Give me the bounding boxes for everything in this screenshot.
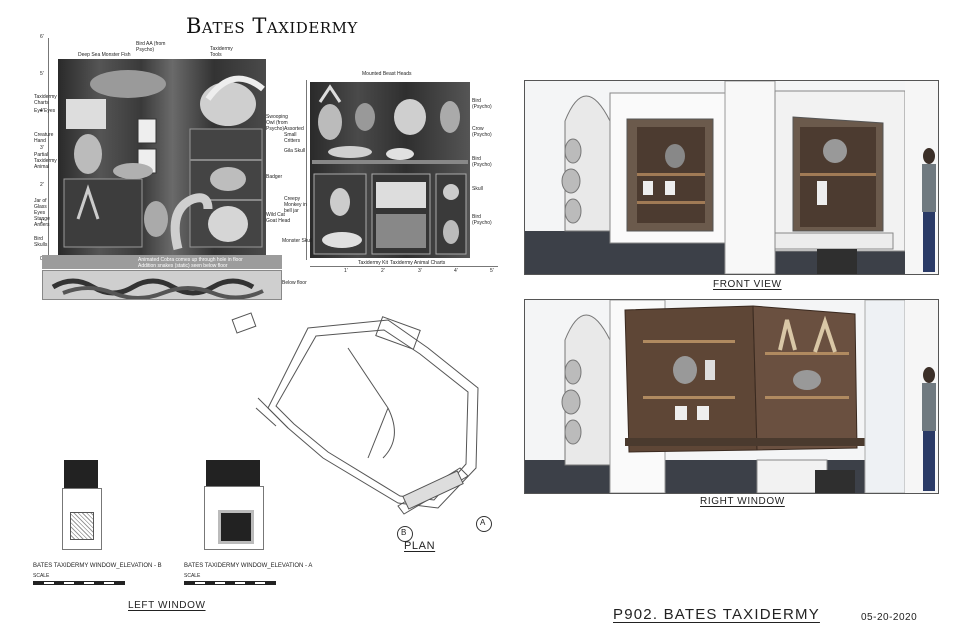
callout-label: Partial Taxidermy Animal bbox=[34, 152, 57, 170]
scale-tick: 0' bbox=[40, 256, 44, 262]
elevation-b-drawing bbox=[60, 460, 102, 550]
elevation-a-window bbox=[218, 510, 254, 544]
plan-drawing bbox=[231, 312, 479, 515]
callout-label: Bird Skulls bbox=[34, 236, 48, 248]
right-window-label: RIGHT WINDOW bbox=[700, 496, 785, 507]
right-elevation-drawing: Mounted Beast Heads Assorted Small Critt… bbox=[282, 68, 504, 278]
callout-label: Creature Hand bbox=[34, 132, 54, 144]
left-elevation-drawing: 6' 5' 4' 3' 2' 1' 0' Animated Cobra come… bbox=[30, 28, 307, 300]
display-illustration bbox=[312, 84, 468, 255]
scale-tick: 2' bbox=[40, 182, 44, 188]
callout-label: Bird AA (from Psycho) bbox=[136, 41, 166, 53]
callout-label: Bird (Psycho) bbox=[472, 214, 492, 226]
elevation-a-drawing bbox=[202, 460, 264, 550]
elevation-b-caption: BATES TAXIDERMY WINDOW_ELEVATION - B bbox=[33, 563, 162, 569]
x-tick: 1' bbox=[344, 268, 348, 274]
x-tick: 2' bbox=[381, 268, 385, 274]
callout-label: Wild Cat Goat Head bbox=[266, 212, 291, 224]
callout-label: Deep Sea Monster Fish bbox=[78, 52, 131, 58]
bottom-note: Addition snakes (static) seen below floo… bbox=[138, 263, 228, 269]
scale-tick: 3' bbox=[40, 145, 44, 151]
callout-label: Swooping Owl (from Psycho) bbox=[266, 114, 288, 132]
callout-label: Jar of Glass Eyes bbox=[34, 198, 47, 216]
elevation-a-caption: BATES TAXIDERMY WINDOW_ELEVATION - A bbox=[184, 563, 313, 569]
left-window-label: LEFT WINDOW bbox=[128, 600, 206, 611]
right-window-render bbox=[524, 299, 939, 494]
scale-tick: 5' bbox=[40, 71, 44, 77]
plan-marker-a: A bbox=[476, 516, 492, 532]
callout-label: Crow (Psycho) bbox=[472, 126, 492, 138]
plan-marker-b-label: B bbox=[401, 528, 407, 537]
scale-tick: 4' bbox=[40, 108, 44, 114]
x-tick: 3' bbox=[418, 268, 422, 274]
callout-label: Monster Skull bbox=[282, 238, 313, 244]
front-view-render bbox=[524, 80, 939, 275]
below-floor-label: Below floor bbox=[282, 280, 307, 286]
scale-tick: 6' bbox=[40, 34, 44, 40]
scale-ruler bbox=[48, 38, 49, 268]
x-axis-ruler bbox=[310, 266, 498, 267]
callout-label: Taxidermy Tools bbox=[210, 46, 233, 58]
scale-bar bbox=[184, 581, 276, 585]
floor-band bbox=[42, 255, 282, 269]
left-display-image bbox=[58, 59, 266, 255]
callout-label: Skull bbox=[472, 186, 483, 192]
scale-ruler bbox=[306, 80, 307, 260]
right-window-illustration bbox=[525, 300, 938, 493]
callout-label: Gila Skull bbox=[284, 148, 306, 154]
callout-label: Eye Eyes bbox=[34, 108, 56, 114]
callout-label: Bird (Psycho) bbox=[472, 98, 492, 110]
sheet-date: 05-20-2020 bbox=[861, 612, 918, 623]
scale-bar bbox=[33, 581, 125, 585]
callout-label: Mounted Beast Heads bbox=[362, 71, 412, 77]
callout-label: Creepy Monkey in bell jar bbox=[284, 196, 307, 214]
scale-label: SCALE bbox=[184, 573, 201, 579]
scale-tick: 1' bbox=[40, 219, 44, 225]
front-view-illustration bbox=[525, 81, 938, 274]
callout-label: Badger bbox=[266, 174, 283, 180]
x-tick: 5' bbox=[490, 268, 494, 274]
plan-label: PLAN bbox=[404, 540, 436, 552]
floor-plan bbox=[228, 308, 518, 538]
below-floor-strip bbox=[42, 270, 282, 300]
x-tick: 4' bbox=[454, 268, 458, 274]
callout-label: Bird (Psycho) bbox=[472, 156, 492, 168]
elevation-b-grid bbox=[70, 512, 94, 540]
display-illustration bbox=[63, 70, 265, 251]
callout-label: Stange Antlers bbox=[34, 216, 50, 228]
elevation-b-head bbox=[64, 460, 98, 488]
page-title: Bates Taxidermy bbox=[186, 14, 358, 38]
scale-label: SCALE bbox=[33, 573, 50, 579]
plan-marker-b: B bbox=[397, 526, 413, 542]
callout-label: Taxidermy Charts bbox=[34, 94, 57, 106]
callout-label: Taxidermy Animal Charts bbox=[390, 260, 446, 266]
callout-label: Assorted Small Critters bbox=[284, 126, 304, 144]
callout-label: Taxidermy Kit bbox=[358, 260, 389, 266]
bottom-note: Animated Cobra comes up through hole in … bbox=[138, 257, 243, 263]
snakes-illustration bbox=[51, 278, 264, 300]
right-display-image bbox=[310, 82, 470, 258]
plan-marker-a-label: A bbox=[480, 518, 486, 527]
elevation-a-head bbox=[206, 460, 260, 486]
sheet-title: P902. BATES TAXIDERMY bbox=[613, 606, 820, 623]
front-view-label: FRONT VIEW bbox=[713, 279, 782, 290]
